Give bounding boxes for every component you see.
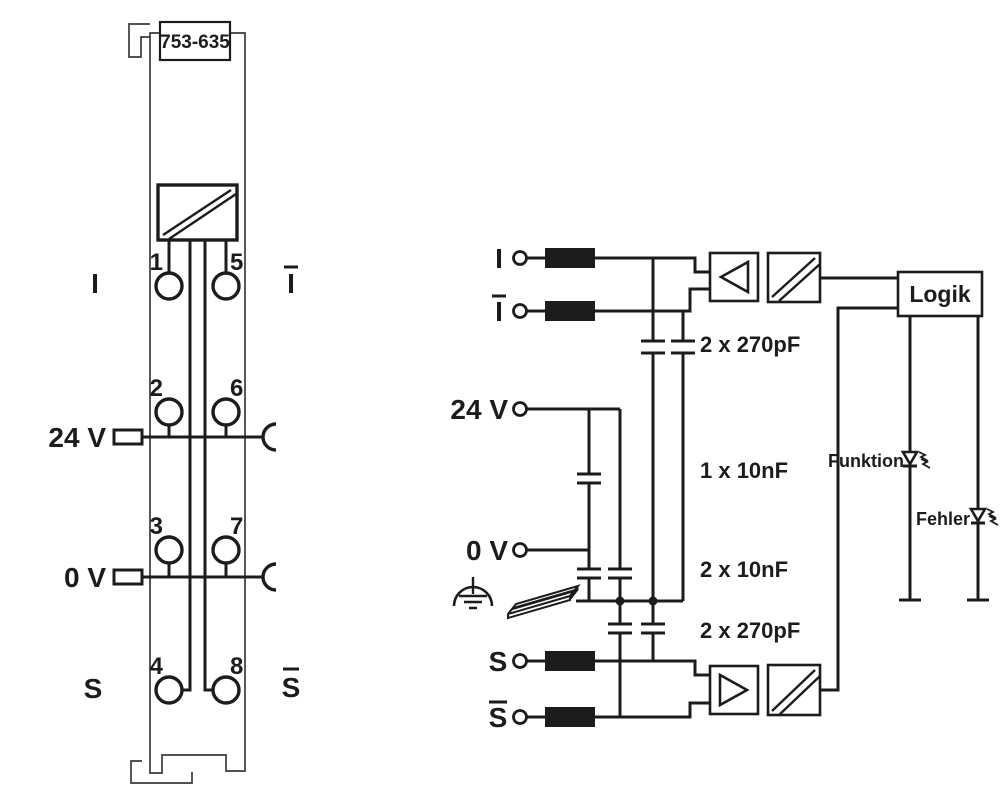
- terminal-number-1: 1: [150, 249, 163, 276]
- cap-label-supply-single: 1 x 10nF: [700, 458, 788, 483]
- svg-text:I: I: [495, 296, 503, 327]
- junction-dot: [648, 596, 658, 606]
- sch-label-i-bar: I: [492, 294, 506, 327]
- module-label-i-bar: I: [284, 265, 298, 299]
- pin-i-bar: [512, 303, 528, 319]
- function-led-icon: [900, 450, 931, 469]
- terminal-number-8: 8: [230, 653, 243, 680]
- terminal-number-6: 6: [230, 375, 243, 402]
- capacitor-symbol: [671, 339, 695, 355]
- terminal-6: [211, 397, 241, 427]
- terminal-1: [154, 271, 184, 301]
- sch-label-i: I: [495, 243, 503, 274]
- module-outline: [149, 32, 246, 774]
- supply-plug-icon: [112, 428, 144, 446]
- logic-label: Logik: [909, 281, 971, 307]
- terminal-number-2: 2: [150, 375, 163, 402]
- light-emission-arrow: [920, 458, 931, 469]
- pin-i: [512, 250, 528, 266]
- din-rail-icon: [507, 584, 581, 620]
- module-label-s: S: [84, 673, 103, 704]
- part-number: 753-635: [160, 32, 230, 53]
- filter-block-i-bar: [545, 301, 595, 321]
- sch-label-s-bar: S: [489, 700, 508, 733]
- capacitor-symbol: [608, 567, 632, 580]
- svg-text:S: S: [282, 672, 301, 703]
- module-bottom-foot: [130, 760, 193, 784]
- module-label-0v: 0 V: [64, 562, 106, 593]
- module-wiring: [142, 240, 263, 692]
- sch-label-s: S: [489, 646, 508, 677]
- module-label-24v: 24 V: [48, 422, 106, 453]
- light-emission-arrow: [918, 451, 929, 462]
- filter-block-i: [545, 248, 595, 268]
- module-label-i: I: [91, 268, 99, 299]
- module-label-s-bar: S: [282, 667, 301, 703]
- module-top-hook: [128, 23, 150, 58]
- capacitor-symbols: [577, 339, 695, 635]
- pin-24v: [512, 401, 528, 417]
- terminal-number-3: 3: [150, 513, 163, 540]
- error-led-icon: [968, 507, 999, 526]
- logic-block: Logik: [896, 270, 984, 318]
- isolation-barrier-icon: [766, 663, 822, 717]
- cap-label-input: 2 x 270pF: [700, 332, 800, 357]
- terminal-number-5: 5: [230, 249, 243, 276]
- function-led-label: Funktion: [828, 451, 904, 471]
- earth-ground-icon: [452, 577, 494, 610]
- capacitor-symbol: [641, 622, 665, 635]
- capacitor-symbol: [641, 339, 665, 355]
- capacitor-symbol: [608, 622, 632, 635]
- terminal-5: [211, 271, 241, 301]
- terminal-7: [211, 535, 241, 565]
- part-number-badge: [158, 20, 232, 62]
- capacitor-symbol: [577, 472, 601, 485]
- capacitor-symbol: [577, 567, 601, 580]
- svg-text:S: S: [489, 702, 508, 733]
- terminal-8: [211, 675, 241, 705]
- terminal-number-7: 7: [230, 513, 243, 540]
- light-emission-arrow: [988, 515, 999, 526]
- pin-0v: [512, 542, 528, 558]
- terminal-4: [154, 675, 184, 705]
- pin-s-bar: [512, 709, 528, 725]
- terminal-2: [154, 397, 184, 427]
- terminal-3: [154, 535, 184, 565]
- junction-dot: [615, 596, 625, 606]
- amplifier-icon: [708, 664, 760, 716]
- error-led-label: Fehler: [916, 509, 970, 529]
- cap-label-shield: 2 x 270pF: [700, 618, 800, 643]
- sch-label-24v: 24 V: [450, 394, 508, 425]
- pin-s: [512, 653, 528, 669]
- filter-block-s: [545, 651, 595, 671]
- ground-plug-icon: [112, 568, 144, 586]
- ground-jumper-contact-icon: [261, 562, 277, 592]
- terminal-number-4: 4: [150, 653, 164, 680]
- sch-label-0v: 0 V: [466, 535, 508, 566]
- isolation-barrier-icon: [766, 251, 822, 304]
- svg-text:I: I: [287, 268, 295, 299]
- supply-jumper-contact-icon: [261, 422, 277, 452]
- converter-isolation-icon: [156, 183, 239, 242]
- amplifier-icon: [708, 251, 760, 303]
- light-emission-arrow: [986, 508, 997, 519]
- cap-label-supply-pair: 2 x 10nF: [700, 557, 788, 582]
- schematic: I I 24 V 0 V S S: [450, 243, 999, 733]
- filter-block-s-bar: [545, 707, 595, 727]
- io-module: 753-635: [48, 20, 301, 784]
